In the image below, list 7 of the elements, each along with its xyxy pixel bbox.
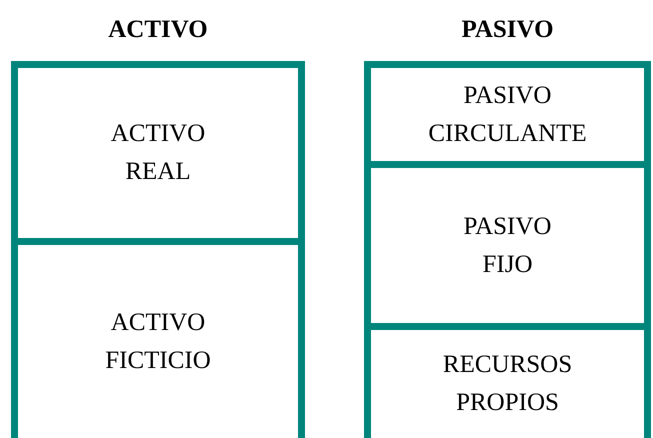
section-label: ACTIVO FICTICIO <box>105 308 211 376</box>
section-label: ACTIVO REAL <box>110 119 206 187</box>
section-label: PASIVO FIJO <box>463 212 552 280</box>
section-label: PASIVO CIRCULANTE <box>428 80 587 148</box>
column-heading: ACTIVO <box>108 15 208 45</box>
column-heading: PASIVO <box>461 15 554 45</box>
section-label: RECURSOS PROPIOS <box>442 350 572 418</box>
